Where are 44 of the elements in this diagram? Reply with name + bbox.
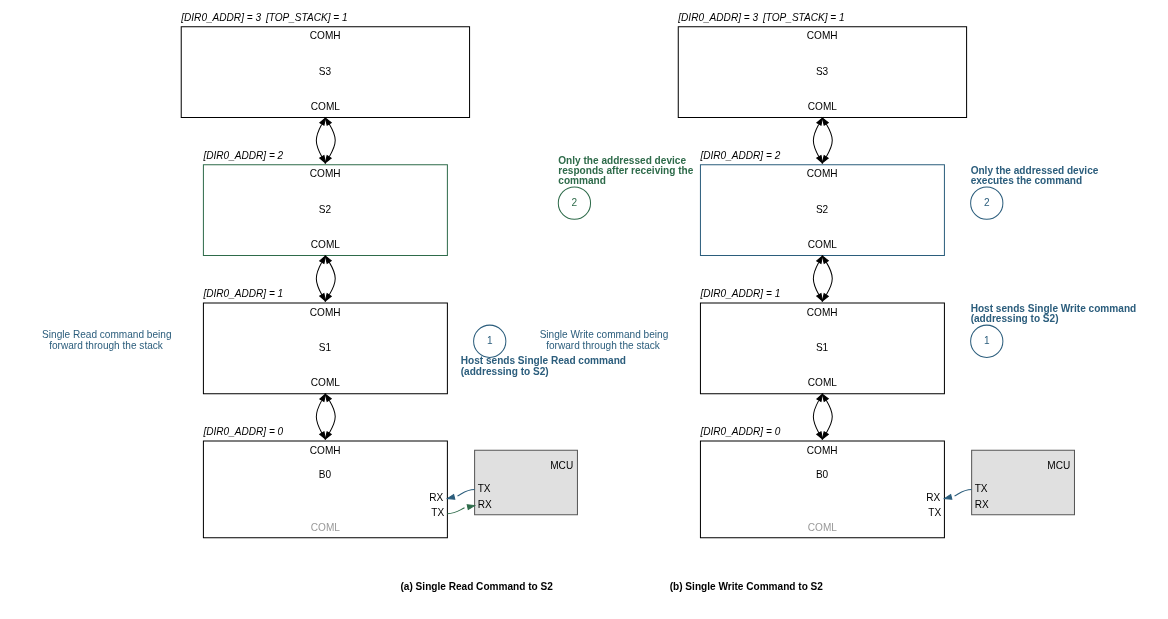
arrow: [821, 254, 833, 303]
node-label: [TOP_STACK] = 1: [265, 11, 348, 23]
label: Single Write command being forward through the stack: [539, 329, 668, 352]
node-label: [DIR0_ADDR] = 0: [202, 426, 283, 438]
node-box: COMH S1 COML: [202, 302, 448, 395]
node-box: COMH B0 RX TX COML: [699, 440, 945, 539]
arrow: [324, 392, 336, 441]
arrow: [942, 488, 972, 500]
arrow: [315, 116, 326, 165]
node-label: Only the addressed device responds after receiving the command: [557, 154, 693, 186]
node-box: COMH S3 COML: [180, 26, 470, 118]
node-box: COMH B0 RX TX COML: [202, 440, 448, 539]
node-label: [DIR0_ADDR] = 2: [699, 149, 780, 161]
arrow: [812, 116, 823, 165]
arrow: [812, 254, 823, 303]
node-circle: 2: [557, 186, 591, 220]
node-label: [DIR0_ADDR] = 2: [202, 149, 283, 161]
label: Single Read command being forward through the stack: [41, 329, 172, 352]
label: (a) Single Read Command to S2: [400, 581, 553, 593]
node-label: Host sends Single Read command (addressing to S2): [460, 355, 626, 377]
arrow: [324, 254, 336, 303]
arrow: [324, 116, 336, 165]
node-label: Only the addressed device executes the command: [970, 164, 1098, 186]
node-label: [DIR0_ADDR] = 1: [699, 287, 780, 299]
node-box: COMH S2 COML: [699, 164, 945, 257]
label: (b) Single Write Command to S2: [669, 581, 823, 593]
node-circle: 2: [969, 186, 1003, 220]
arrow: [315, 254, 326, 303]
node-label: [DIR0_ADDR] = 1: [202, 287, 283, 299]
node-label: [TOP_STACK] = 1: [762, 11, 845, 23]
node-box: COMH S2 COML: [202, 164, 448, 257]
node-circle: 1: [969, 324, 1003, 358]
node-box: COMH S3 COML: [677, 26, 967, 118]
node-label: Host sends Single Write command (addressing to S2): [970, 303, 1136, 325]
node-box: COMH S1 COML: [699, 302, 945, 395]
arrow: [445, 488, 475, 500]
node-label: [DIR0_ADDR] = 3: [677, 11, 758, 23]
node-label: [DIR0_ADDR] = 3: [180, 11, 261, 23]
arrow: [446, 504, 476, 515]
arrow: [821, 392, 833, 441]
arrow: [821, 116, 833, 165]
node-label: [DIR0_ADDR] = 0: [699, 426, 780, 438]
arrow: [315, 392, 326, 441]
arrow: [812, 392, 823, 441]
